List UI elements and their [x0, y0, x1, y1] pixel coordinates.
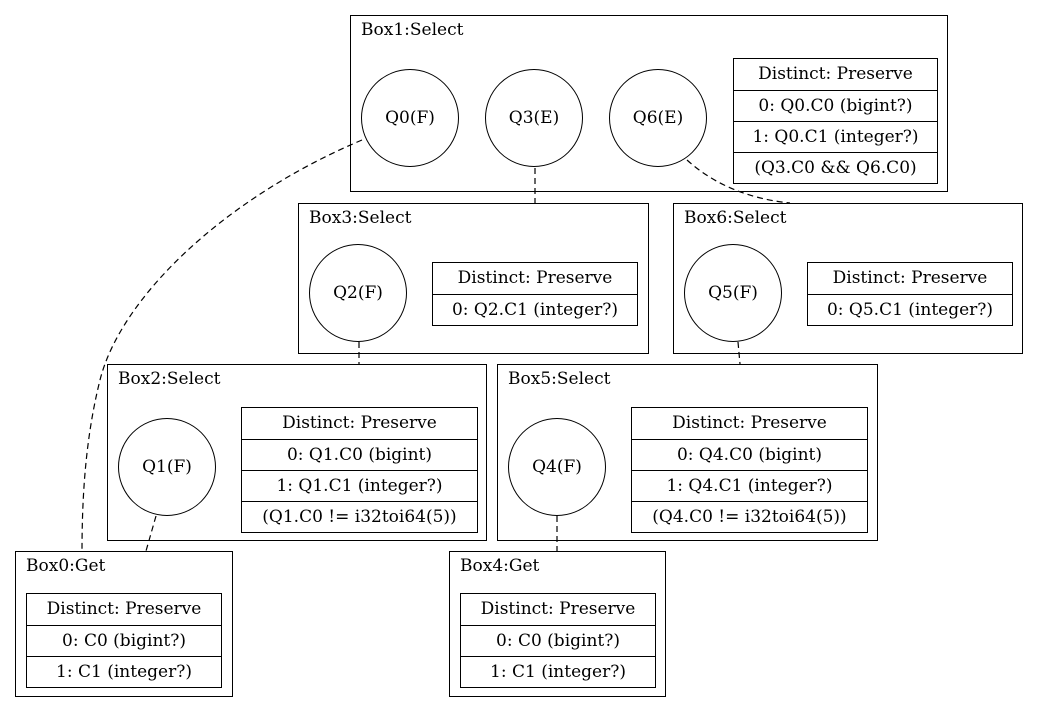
box1-title: Box1:Select [361, 20, 464, 40]
table-row: Distinct: Preserve [282, 413, 437, 433]
table-row: Distinct: Preserve [480, 599, 636, 619]
box4-table: Distinct: Preserve 0: C0 (bigint?) 1: C1… [460, 593, 656, 688]
table-row: (Q4.C0 != i32toi64(5)) [632, 501, 867, 532]
box1-select: Box1:Select Q0(F) Q3(E) Q6(E) Distinct: … [350, 15, 948, 192]
box5-select: Box5:Select Q4(F) Distinct: Preserve 0: … [497, 364, 878, 541]
table-row: 0: Q0.C0 (bigint?) [734, 90, 937, 121]
table-row: Distinct: Preserve [457, 268, 613, 288]
box6-table: Distinct: Preserve 0: Q5.C1 (integer?) [807, 262, 1013, 326]
edge-q1-box0 [145, 515, 157, 552]
box4-get: Box4:Get Distinct: Preserve 0: C0 (bigin… [449, 551, 666, 697]
table-row: (Q1.C0 != i32toi64(5)) [242, 501, 477, 532]
table-row: 1: Q0.C1 (integer?) [734, 121, 937, 152]
box6-select: Box6:Select Q5(F) Distinct: Preserve 0: … [673, 203, 1023, 354]
box3-table: Distinct: Preserve 0: Q2.C1 (integer?) [432, 262, 638, 326]
box2-title: Box2:Select [118, 369, 221, 389]
table-row: 0: C0 (bigint?) [461, 625, 655, 656]
table-row: Distinct: Preserve [672, 413, 827, 433]
table-row: 0: Q5.C1 (integer?) [808, 294, 1012, 325]
box3-select: Box3:Select Q2(F) Distinct: Preserve 0: … [298, 203, 649, 354]
box0-title: Box0:Get [26, 556, 106, 576]
table-row: 1: C1 (integer?) [27, 656, 221, 687]
table-row: Distinct: Preserve [46, 599, 202, 619]
table-row: 0: Q1.C0 (bigint) [242, 439, 477, 470]
box0-table: Distinct: Preserve 0: C0 (bigint?) 1: C1… [26, 593, 222, 688]
quantifier-q1: Q1(F) [118, 418, 216, 516]
table-row: (Q3.C0 && Q6.C0) [734, 152, 937, 183]
quantifier-q2: Q2(F) [309, 244, 407, 342]
table-row: Distinct: Preserve [832, 268, 988, 288]
table-row: 1: C1 (integer?) [461, 656, 655, 687]
box0-get: Box0:Get Distinct: Preserve 0: C0 (bigin… [15, 551, 233, 697]
table-row: 0: Q4.C0 (bigint) [632, 439, 867, 470]
table-row: 0: Q2.C1 (integer?) [433, 294, 637, 325]
box2-table: Distinct: Preserve 0: Q1.C0 (bigint) 1: … [241, 407, 478, 533]
quantifier-q5: Q5(F) [684, 244, 782, 342]
quantifier-q0: Q0(F) [361, 69, 459, 167]
table-row: 0: C0 (bigint?) [27, 625, 221, 656]
table-row: Distinct: Preserve [758, 64, 913, 84]
box3-title: Box3:Select [309, 208, 412, 228]
table-row: 1: Q4.C1 (integer?) [632, 470, 867, 501]
box1-table: Distinct: Preserve 0: Q0.C0 (bigint?) 1:… [733, 58, 938, 184]
table-row: 1: Q1.C1 (integer?) [242, 470, 477, 501]
quantifier-q4: Q4(F) [508, 418, 606, 516]
box4-title: Box4:Get [460, 556, 540, 576]
box5-title: Box5:Select [508, 369, 611, 389]
box2-select: Box2:Select Q1(F) Distinct: Preserve 0: … [107, 364, 487, 541]
quantifier-q6: Q6(E) [609, 69, 707, 167]
box6-title: Box6:Select [684, 208, 787, 228]
box5-table: Distinct: Preserve 0: Q4.C0 (bigint) 1: … [631, 407, 868, 533]
quantifier-q3: Q3(E) [485, 69, 583, 167]
